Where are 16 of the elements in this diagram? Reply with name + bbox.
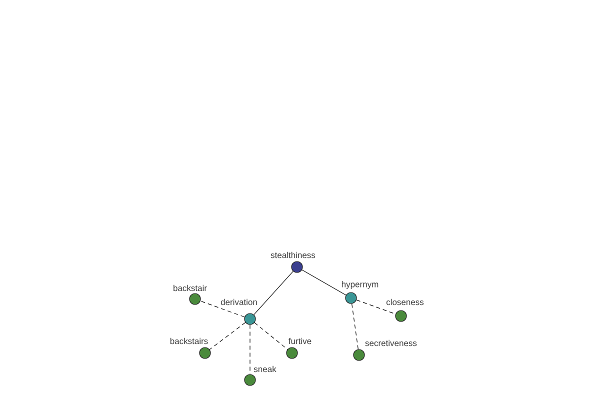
connector-line (356, 300, 396, 314)
connector-line (254, 322, 288, 350)
word-label: derivation (220, 298, 257, 306)
connector-line (209, 322, 246, 350)
word-label: stealthiness (270, 252, 316, 258)
word-label: furtive (288, 338, 312, 344)
connector-line (200, 300, 245, 318)
word-label: backstair (174, 284, 207, 292)
connector-line (302, 270, 346, 296)
word-label: hypernym (342, 281, 378, 289)
word-label: sneak (254, 366, 276, 372)
word-label: backstairs (170, 338, 208, 344)
connector-line (352, 303, 358, 350)
word-label: secretiveness (365, 340, 417, 346)
connector-line (254, 271, 294, 315)
word-label: closeness (386, 298, 424, 306)
